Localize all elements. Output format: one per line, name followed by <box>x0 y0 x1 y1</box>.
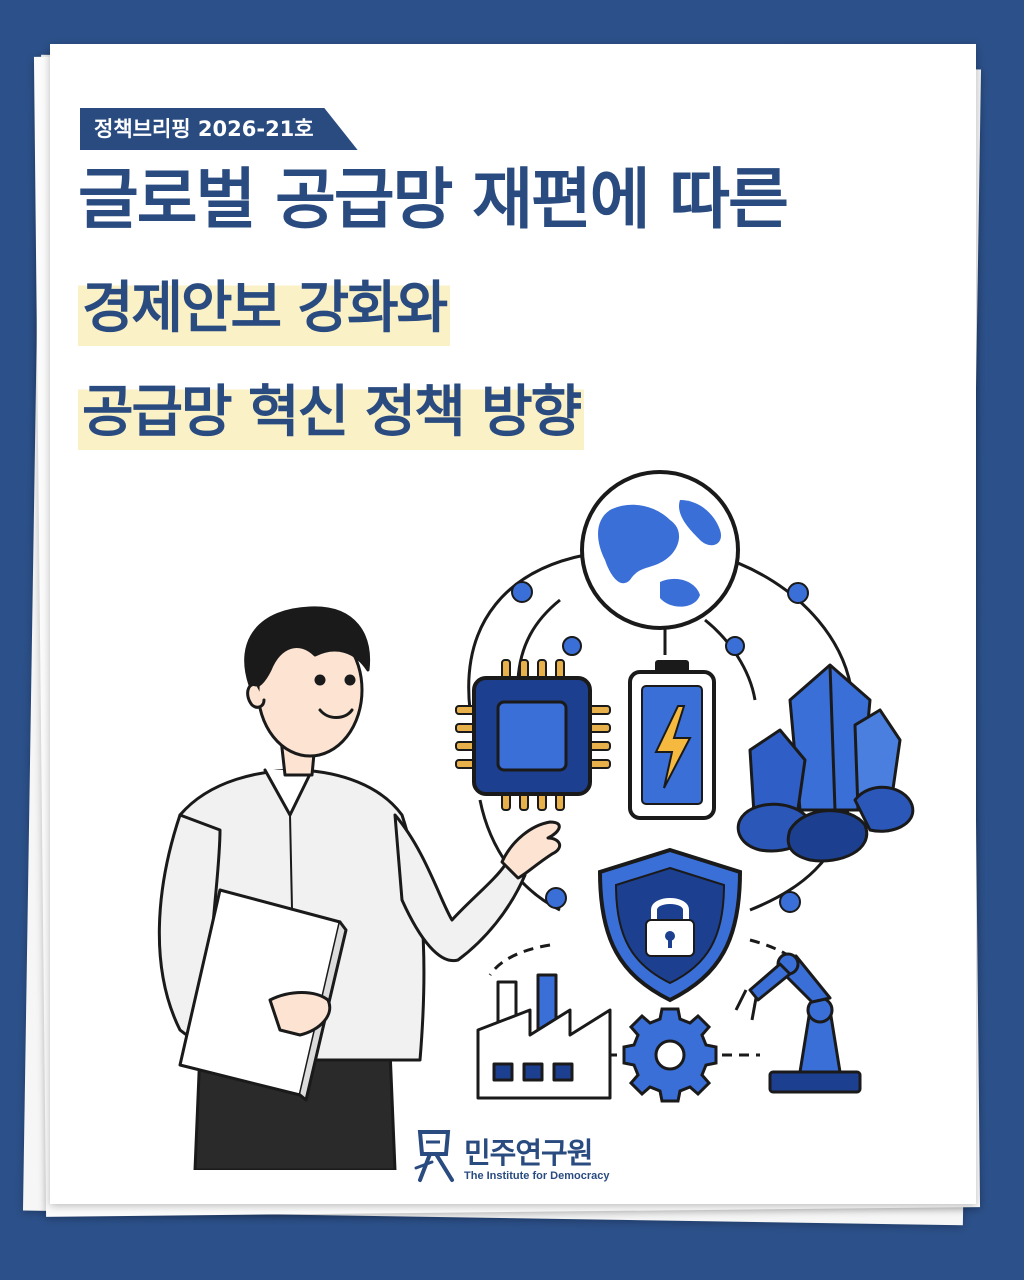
robot-arm-icon <box>734 952 862 1094</box>
issue-badge: 정책브리핑 2026-21호 <box>80 108 358 150</box>
institute-logo-icon <box>414 1130 454 1182</box>
institute-logo: 민주연구원 The Institute for Democracy <box>412 1124 632 1188</box>
gear-icon <box>622 1007 718 1103</box>
title-line-2: 경제안보 강화와 <box>78 272 451 346</box>
crystal-icon <box>736 663 915 863</box>
chip-icon <box>455 659 611 811</box>
institute-name-english: The Institute for Democracy <box>464 1170 610 1182</box>
institute-name-korean: 민주연구원 <box>464 1136 593 1170</box>
title-line-3: 공급망 혁신 정책 방향 <box>78 376 585 450</box>
title-line-1: 글로벌 공급망 재편에 따른 <box>78 161 789 238</box>
shield-lock-icon <box>597 847 743 1003</box>
globe-icon <box>580 470 740 630</box>
man-illustration <box>157 606 562 1170</box>
supply-chain-illustration <box>157 470 915 1170</box>
factory-icon <box>476 973 612 1100</box>
battery-icon <box>628 660 716 820</box>
